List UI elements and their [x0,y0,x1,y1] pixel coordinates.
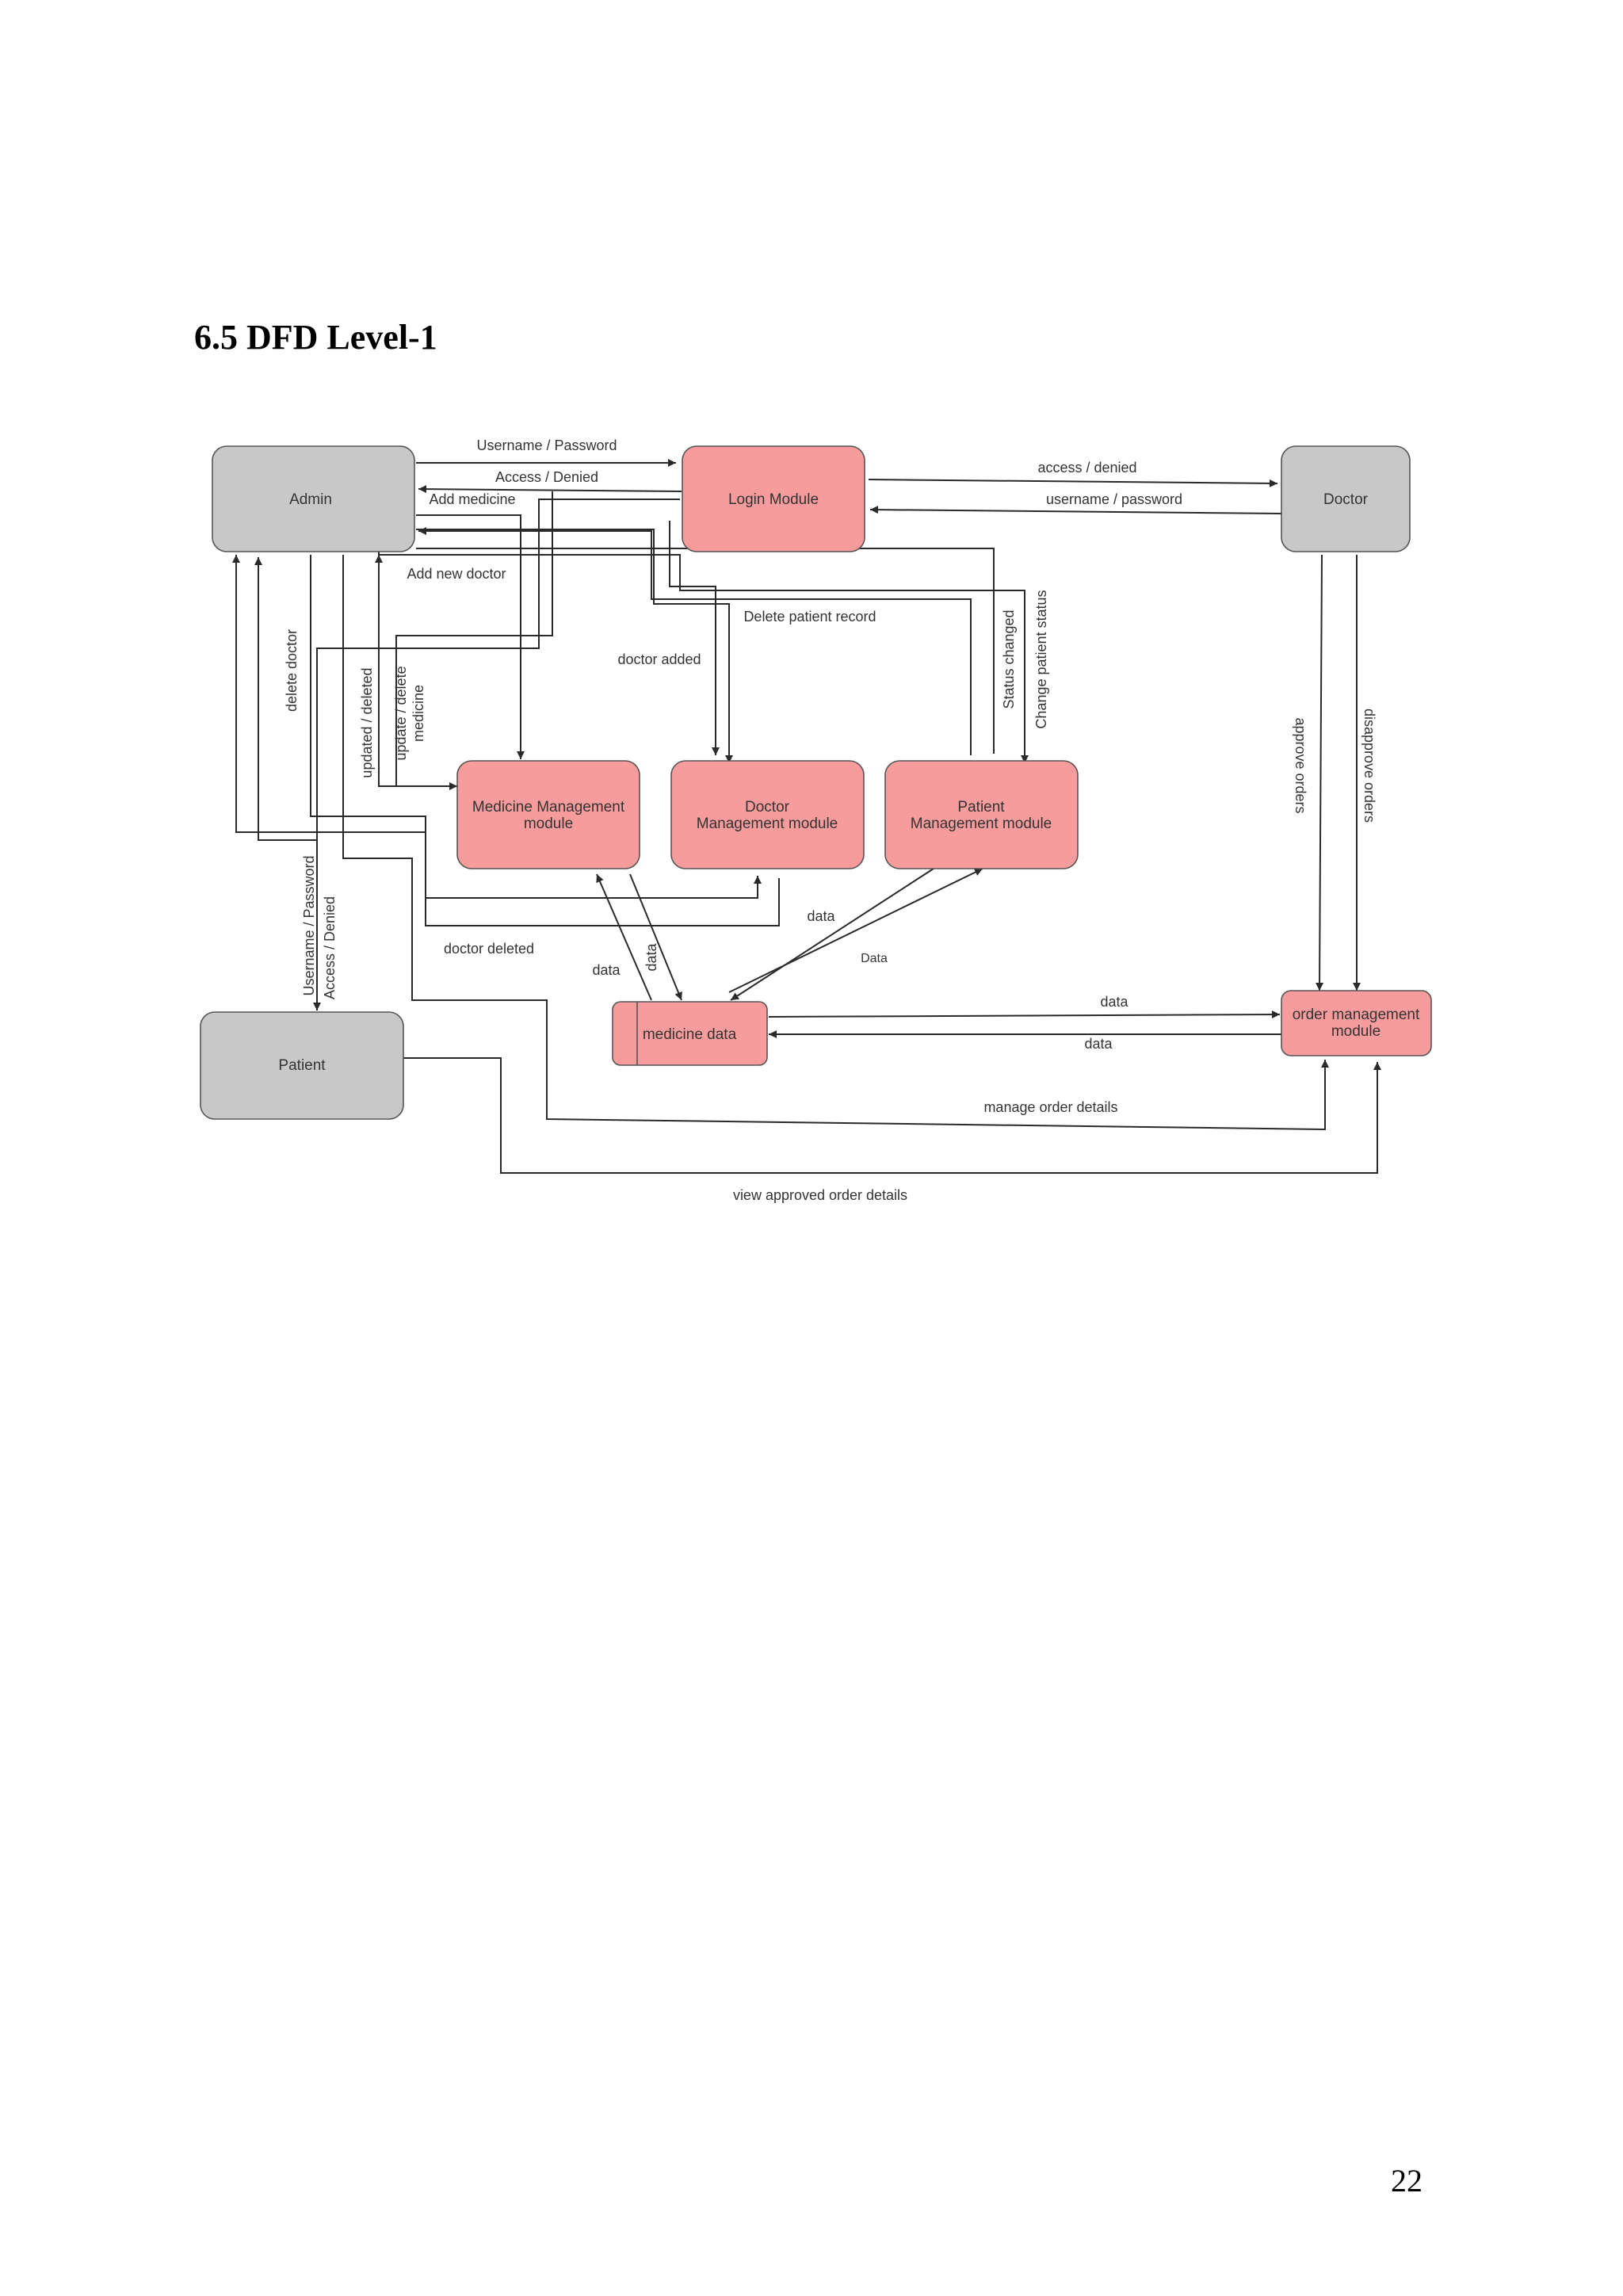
flow-access-denied-patient [342,555,1329,1131]
label-disapprove-orders: disapprove orders [1361,709,1377,823]
flow-updated-deleted [375,555,460,787]
label-access-denied-admin: Access / Denied [495,469,598,485]
flow-labels: Username / Password Access / Denied Add … [284,437,1377,1203]
label-access-denied-patient: Access / Denied [322,896,338,999]
flow-delete-patient-record [418,527,972,755]
admin-label: Admin [289,491,332,508]
medicine-data-store: medicine data [612,1001,768,1066]
flow-doctor-deleted [232,555,780,926]
flow-login-doctor-access [868,479,1278,487]
label-doctor-added: doctor added [617,651,701,667]
order-management-process: order management module [1281,990,1432,1056]
order-management-label-1: order management [1293,1007,1420,1023]
label-data-to-store: data [643,943,659,972]
doctor-management-label-2: Management module [697,816,838,832]
label-delete-patient-record: Delete patient record [743,609,876,625]
label-access-denied-doctor: access / denied [1037,460,1136,476]
flow-patient-to-store [730,868,934,1001]
label-add-medicine: Add medicine [429,491,515,507]
medicine-data-label: medicine data [643,1026,737,1043]
medicine-management-label-2: module [524,816,573,832]
label-update-delete-medicine-2: medicine [411,685,426,742]
medicine-management-label-1: Medicine Management [472,799,625,816]
admin-entity: Admin [212,445,415,552]
patient-management-label-2: Management module [911,816,1052,832]
flow-medicine-update [395,491,553,790]
doctor-management-process: Doctor Management module [670,760,865,869]
label-updated-deleted: updated / deleted [359,667,375,777]
label-username-password-patient: Username / Password [301,855,317,995]
flow-add-medicine [416,514,525,759]
label-username-password-admin: Username / Password [476,437,617,453]
label-doctor-deleted: doctor deleted [444,941,534,957]
doctor-label: Doctor [1323,491,1369,508]
label-manage-order-details: manage order details [983,1099,1117,1115]
login-module-label: Login Module [728,491,819,508]
order-management-label-2: module [1331,1023,1381,1040]
patient-management-label-1: Patient [957,799,1005,816]
flow-view-approved-orders [401,1057,1381,1174]
flow-doctor-added [416,529,733,763]
label-data-order-to-store: data [1084,1036,1113,1052]
flow-patient-credentials [254,557,318,1010]
label-delete-doctor: delete doctor [284,629,300,712]
flow-status-changed [416,548,995,754]
flow-approve-orders [1316,554,1324,991]
label-username-password-doctor: username / password [1046,491,1182,507]
label-approve-orders: approve orders [1293,717,1308,813]
label-data-from-store: data [592,962,621,978]
page-number: 22 [1391,2163,1423,2199]
label-add-new-doctor: Add new doctor [407,566,506,582]
flow-store-to-order [768,1010,1281,1019]
doctor-management-label-1: Doctor [745,799,790,816]
label-update-delete-medicine-1: update / delete [393,666,409,760]
patient-label: Patient [278,1057,326,1074]
patient-entity: Patient [200,1011,404,1120]
flow-doctor-login-credentials [869,506,1282,514]
flow-update-delete-medicine [378,515,1029,763]
flow-change-patient-status [313,499,680,1010]
section-heading: 6.5 DFD Level-1 [194,318,437,357]
label-data-patient-store: Data [861,952,888,965]
label-view-approved-order-details: view approved order details [733,1187,907,1203]
flow-store-to-patient [728,868,983,993]
flow-store-to-medicine [596,873,652,1001]
label-data-store-to-order: data [1100,994,1128,1010]
flow-lines [232,459,1381,1174]
flow-login-admin-access [418,485,682,494]
medicine-management-process: Medicine Management module [456,760,640,869]
label-status-changed: Status changed [1001,609,1017,709]
flow-medicine-to-store [629,873,682,1001]
doctor-entity: Doctor [1281,445,1411,552]
label-data-doc-to-store: data [807,908,835,924]
login-module-process: Login Module [682,445,865,552]
label-change-patient-status: Change patient status [1033,590,1049,728]
flow-add-new-doctor [669,521,720,755]
patient-management-process: Patient Management module [884,760,1079,869]
